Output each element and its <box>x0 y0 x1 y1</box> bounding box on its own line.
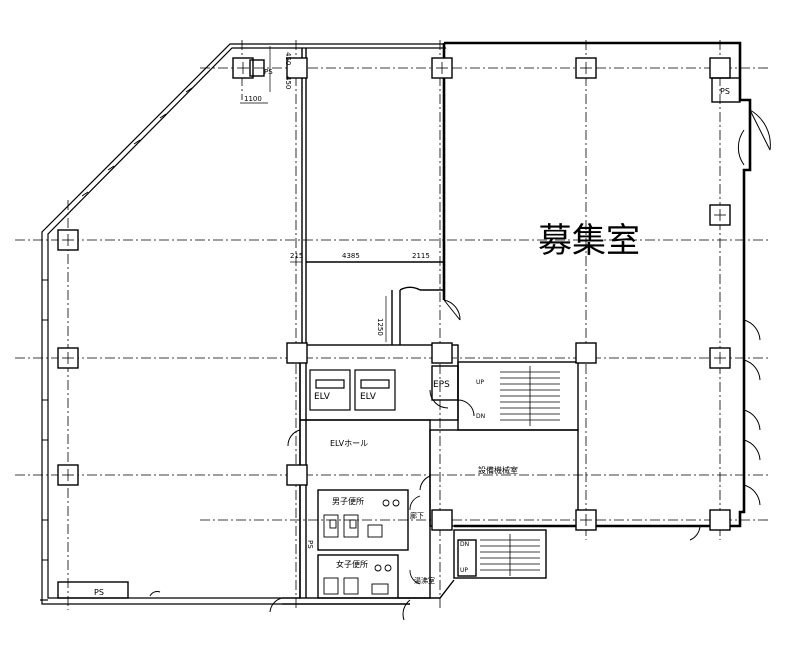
elv-hall-label: ELVホール <box>330 439 368 448</box>
corridor-label: 廊下 <box>410 511 424 520</box>
facade-ticks <box>42 87 193 561</box>
womens-toilet-label: 女子便所 <box>336 559 368 569</box>
toilet-fixtures <box>323 495 421 595</box>
ps-left-label: PS <box>306 540 314 549</box>
stair-treads-2 <box>480 534 540 576</box>
columns <box>57 57 731 531</box>
janitor-label: 湯沸室 <box>414 576 435 585</box>
up-1-label: UP <box>476 379 484 386</box>
machine-room-label: 設備機械室 <box>478 465 518 475</box>
dim-450-a: 450 <box>284 52 292 65</box>
elv-2-label: ELV <box>360 392 377 402</box>
elevator-shafts <box>309 369 396 411</box>
ps-right-label: PS <box>720 87 730 96</box>
dim-215: 215 <box>290 252 303 260</box>
partitions <box>282 48 579 605</box>
vacancy-room-walls <box>442 41 752 528</box>
ps-shafts <box>57 59 741 599</box>
vacancy-room-label: 募集室 <box>538 221 640 261</box>
dn-1-label: DN <box>476 413 485 420</box>
column-marks <box>62 62 726 526</box>
eps-label: EPS <box>433 380 450 390</box>
dn-2-label: DN <box>460 541 469 548</box>
ps-bottom-label: PS <box>94 588 104 597</box>
dim-1100: 1100 <box>244 95 262 103</box>
dim-4385: 4385 <box>342 252 360 260</box>
dim-1250: 1250 <box>376 318 384 336</box>
dim-2115: 2115 <box>412 252 430 260</box>
stair-treads-1 <box>500 366 560 426</box>
right-doors <box>737 109 771 506</box>
dim-450-b: 450 <box>284 76 292 89</box>
ps-top-label: PS <box>264 68 273 76</box>
dimension-lines <box>240 46 432 342</box>
elv-1-label: ELV <box>314 392 331 402</box>
mens-toilet-label: 男子便所 <box>332 496 364 506</box>
core-doors <box>149 299 701 621</box>
up-2-label: UP <box>460 567 468 574</box>
